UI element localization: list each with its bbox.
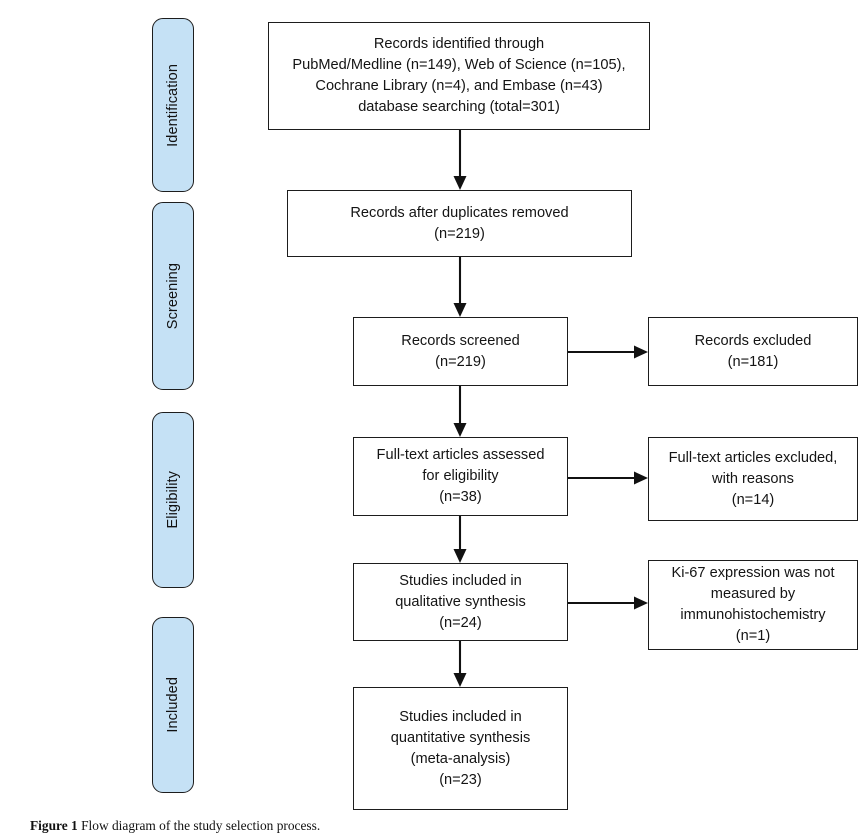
box-quantitative-synthesis: Studies included in quantitative synthes…	[353, 687, 568, 810]
box-ki67-not-measured-text: Ki-67 expression was not measured by imm…	[671, 565, 835, 644]
stage-label-eligibility: Eligibility	[165, 471, 181, 529]
arrow-fulltext-assessed-to-qualitative	[453, 516, 467, 563]
arrow-after-duplicates-to-screened	[453, 257, 467, 317]
stage-tab-eligibility: Eligibility	[152, 412, 194, 588]
box-records-excluded-text: Records excluded (n=181)	[694, 332, 812, 370]
box-fulltext-excluded: Full-text articles excluded, with reason…	[648, 437, 858, 521]
box-fulltext-excluded-text: Full-text articles excluded, with reason…	[668, 449, 838, 508]
arrow-screened-to-excluded	[568, 345, 648, 359]
box-fulltext-assessed: Full-text articles assessed for eligibil…	[353, 437, 568, 516]
arrow-identified-to-after-duplicates	[453, 130, 467, 190]
stage-tab-screening: Screening	[152, 202, 194, 390]
box-records-screened: Records screened (n=219)	[353, 317, 568, 386]
arrow-qualitative-to-quantitative	[453, 641, 467, 687]
box-fulltext-assessed-text: Full-text articles assessed for eligibil…	[376, 447, 545, 505]
arrow-qualitative-to-ki67-excluded	[568, 596, 648, 610]
box-records-identified-text: Records identified through PubMed/Medlin…	[292, 36, 626, 115]
box-records-after-duplicates-text: Records after duplicates removed (n=219)	[350, 204, 569, 242]
box-records-identified: Records identified through PubMed/Medlin…	[268, 22, 650, 130]
stage-label-screening: Screening	[165, 262, 181, 330]
box-ki67-not-measured: Ki-67 expression was not measured by imm…	[648, 560, 858, 650]
arrow-screened-to-fulltext-assessed	[453, 386, 467, 437]
box-records-excluded: Records excluded (n=181)	[648, 317, 858, 386]
box-records-after-duplicates: Records after duplicates removed (n=219)	[287, 190, 632, 257]
box-quantitative-synthesis-text: Studies included in quantitative synthes…	[390, 708, 531, 788]
stage-label-identification: Identification	[165, 63, 181, 147]
box-records-screened-text: Records screened (n=219)	[401, 332, 520, 370]
box-qualitative-synthesis-text: Studies included in qualitative synthesi…	[395, 572, 526, 631]
figure-caption-label: Figure 1	[30, 818, 78, 833]
figure-caption: Figure 1 Flow diagram of the study selec…	[30, 818, 320, 834]
stage-tab-identification: Identification	[152, 18, 194, 192]
stage-tab-included: Included	[152, 617, 194, 793]
figure-caption-text: Flow diagram of the study selection proc…	[77, 818, 321, 833]
stage-label-included: Included	[165, 677, 181, 733]
box-qualitative-synthesis: Studies included in qualitative synthesi…	[353, 563, 568, 641]
arrow-fulltext-assessed-to-fulltext-excluded	[568, 471, 648, 485]
